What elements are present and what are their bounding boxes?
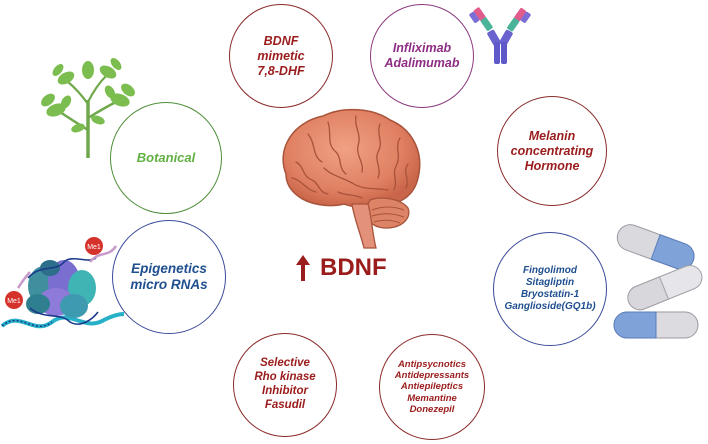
circle-text-line: Melanin bbox=[528, 128, 576, 143]
methyl-label: Me1 bbox=[7, 298, 21, 305]
circle-antibodies: Infliximab Adalimumab bbox=[370, 4, 474, 108]
circle-text-line: Infliximab bbox=[392, 41, 452, 55]
circle-botanical: Botanical bbox=[110, 102, 222, 214]
methyl-label: Me1 bbox=[87, 244, 101, 251]
circle-text-line: Donezepil bbox=[409, 404, 455, 416]
circle-text-line: Bryostatin-1 bbox=[520, 289, 580, 300]
circle-rho-kinase: Selective Rho kinase Inhibitor Fasudil bbox=[233, 333, 337, 437]
circle-text-line: Antipsycnotics bbox=[397, 358, 467, 370]
circle-text-line: mimetic bbox=[257, 48, 305, 63]
circle-drugs: Fingolimod Sitagliptin Bryostatin-1 Gang… bbox=[493, 232, 607, 346]
circle-text-line: Antiepileptics bbox=[400, 381, 464, 393]
up-arrow-icon bbox=[296, 255, 310, 281]
circle-text-line: 7,8-DHF bbox=[257, 63, 305, 78]
center-title: BDNF bbox=[320, 254, 387, 281]
circle-text-line: Selective bbox=[260, 357, 310, 370]
circle-text-line: Epigenetics bbox=[131, 260, 207, 276]
nucleosome-icon: Me1 Me1 bbox=[0, 237, 125, 329]
circle-text-line: Antidepressants bbox=[394, 369, 470, 381]
circle-bdnf-mimetic: BDNF mimetic 7,8-DHF bbox=[229, 4, 333, 108]
center-label: BDNF bbox=[296, 248, 387, 288]
circle-text-line: Rho kinase bbox=[254, 371, 316, 384]
circle-text-line: Hormone bbox=[524, 158, 580, 173]
circle-text-line: Fingolimod bbox=[523, 265, 577, 276]
circle-text-line: BDNF bbox=[263, 33, 299, 48]
capsules-icon bbox=[613, 224, 703, 339]
circle-text-line: micro RNAs bbox=[130, 277, 208, 292]
circle-text-line: Inhibitor bbox=[262, 385, 308, 397]
circle-text-line: Memantine bbox=[407, 392, 457, 404]
circle-text-line: Adalimumab bbox=[384, 56, 460, 70]
circle-text-line: concentrating bbox=[510, 143, 594, 158]
antibody-icon bbox=[469, 7, 531, 64]
circle-text-line: Fasudil bbox=[264, 398, 306, 411]
circle-epigenetics: Epigenetics micro RNAs bbox=[112, 220, 226, 334]
circle-melanin: Melanin concentrating Hormone bbox=[497, 96, 607, 206]
plant-icon bbox=[41, 58, 135, 158]
brain-icon bbox=[282, 108, 421, 249]
circle-text-line: Sitagliptin bbox=[525, 277, 575, 288]
circle-text-line: Ganglioside(GQ1b) bbox=[504, 301, 596, 312]
methyl-marker bbox=[5, 291, 23, 309]
methyl-marker bbox=[85, 237, 103, 255]
circle-antipsychotics: Antipsycnotics Antidepressants Antiepile… bbox=[379, 334, 485, 440]
circle-text-line: Botanical bbox=[136, 150, 196, 166]
